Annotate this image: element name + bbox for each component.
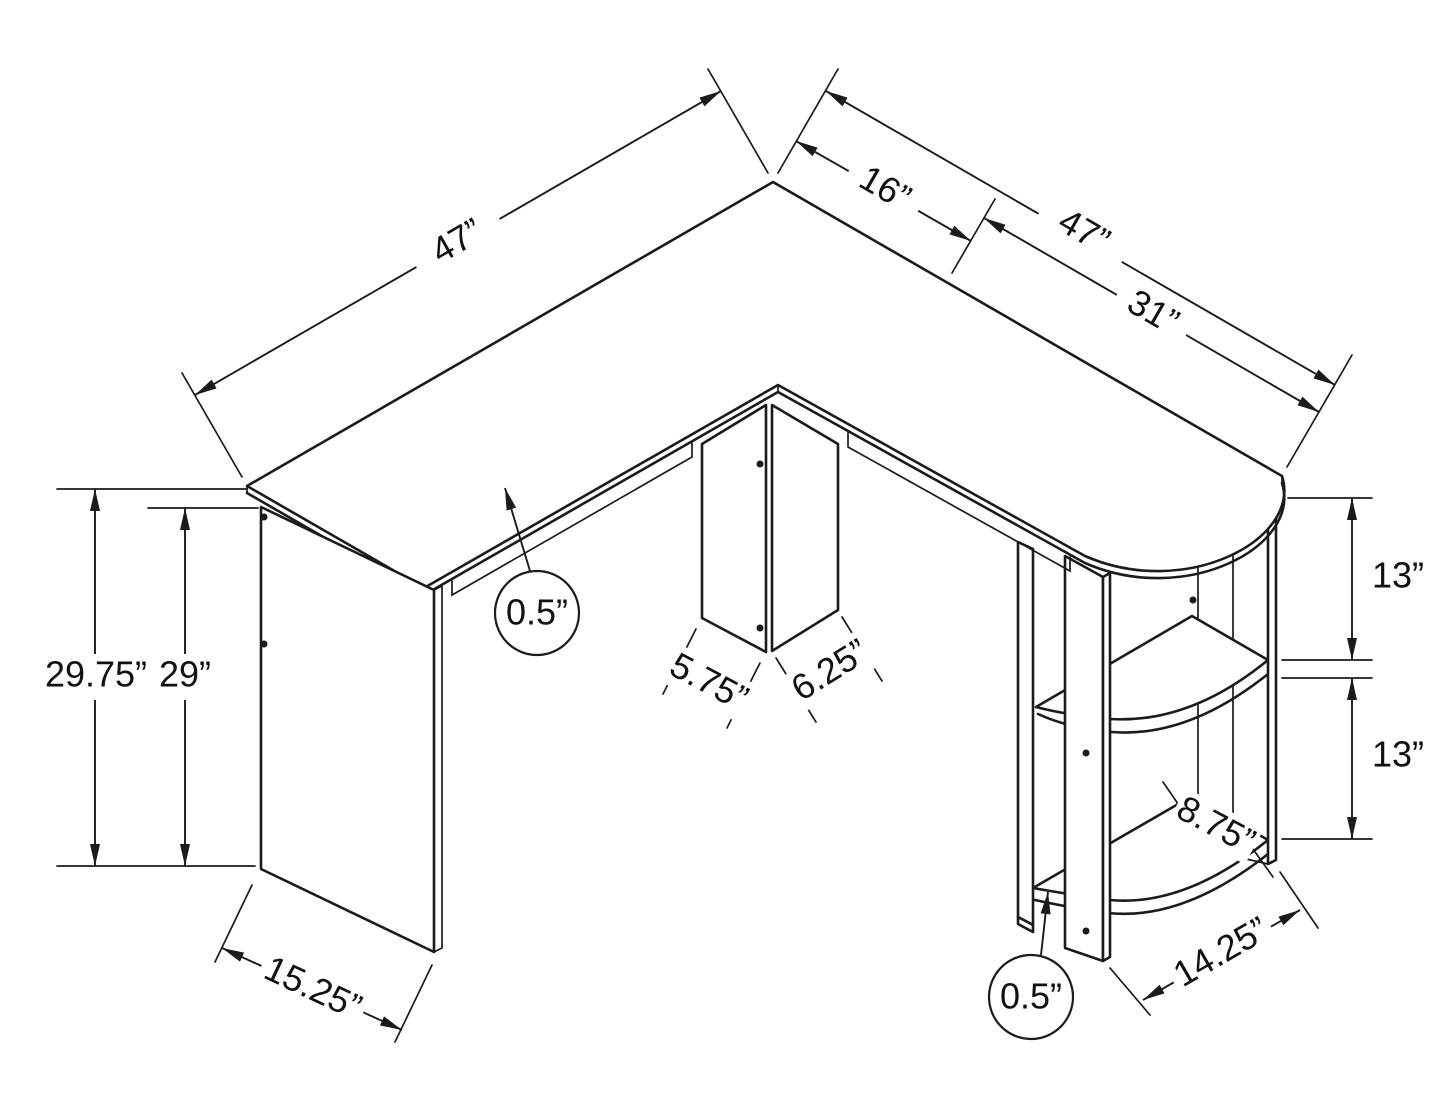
callout-circle — [493, 569, 581, 657]
desk-edge-band — [245, 390, 1286, 597]
callout-label-top-thickness: 0.5” — [506, 592, 568, 633]
support-stile-front — [1063, 554, 1112, 963]
dim-label-13-lower: 13” — [1372, 734, 1424, 775]
screw-dot — [260, 640, 268, 648]
dim-label-14-25: 14.25” — [1166, 908, 1275, 995]
screw-dot — [1189, 596, 1197, 604]
screw-dot — [756, 624, 764, 632]
dim-29: 29” — [147, 507, 259, 866]
dim-label-15-25: 15.25” — [258, 947, 368, 1027]
left-panel — [259, 505, 443, 954]
dim-label-29: 29” — [159, 654, 211, 695]
screw-dot — [1082, 749, 1090, 757]
dim-13-upper: 13” — [1281, 497, 1424, 661]
dim-label-13-upper: 13” — [1372, 555, 1424, 596]
dim-label-5-75: 5.75” — [664, 644, 756, 719]
corner-column — [700, 403, 840, 654]
callout-label-shelf-thickness: 0.5” — [1000, 976, 1062, 1017]
screw-dot — [756, 460, 764, 468]
callout-top-thickness: 0.5” — [493, 487, 581, 657]
support-stile-back — [1016, 540, 1035, 934]
callout-circle — [987, 953, 1075, 1041]
dim-label-29-75: 29.75” — [45, 654, 147, 695]
desk-top — [245, 180, 1286, 597]
callout-shelf-thickness: 0.5” — [987, 891, 1075, 1041]
dim-13-lower: 13” — [1281, 677, 1424, 840]
screw-dot — [260, 513, 268, 521]
dim-5-75: 5.75” — [657, 628, 761, 729]
screw-dot — [1082, 927, 1090, 935]
dim-29-75: 29.75” — [40, 488, 256, 867]
apron-left-wing — [451, 442, 693, 597]
apron-right-wing — [847, 432, 1071, 573]
